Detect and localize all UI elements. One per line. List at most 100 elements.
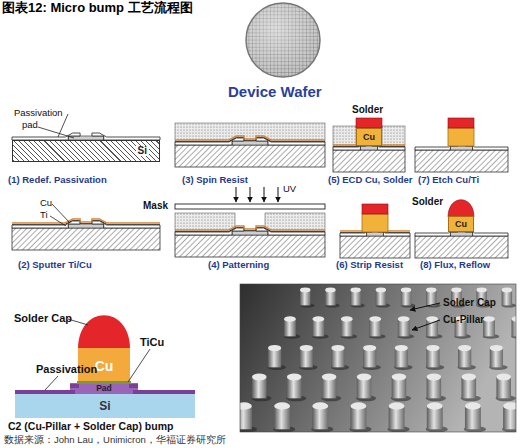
text-label: Passivation xyxy=(36,363,97,375)
solder-cap xyxy=(274,402,290,409)
solder-cap xyxy=(350,402,366,409)
cu-pillar xyxy=(362,214,388,232)
node-text: Si xyxy=(136,146,149,156)
solder-layer xyxy=(362,204,388,214)
solder-cap xyxy=(389,402,405,409)
text-label: (5) ECD Cu, Solder xyxy=(328,175,412,185)
sem-frame xyxy=(240,284,516,432)
text-label: Mask xyxy=(143,200,168,211)
source-caption: 数据来源：John Lau，Unimicron，华福证券研究所 xyxy=(4,435,226,445)
photo-resist xyxy=(382,126,405,147)
solder-cap xyxy=(312,316,324,322)
callout-arrow xyxy=(410,303,440,310)
uv-arrow xyxy=(278,187,279,202)
passivation-layer xyxy=(12,133,80,140)
solder-cap xyxy=(426,288,437,293)
layer-box: Pad xyxy=(70,383,138,394)
node-text: Si xyxy=(97,400,112,412)
text-label: Device Wafer xyxy=(228,84,322,101)
si-substrate xyxy=(12,228,160,250)
layer-box: Cu xyxy=(356,128,382,146)
solder-cap xyxy=(496,374,511,381)
leader-line xyxy=(50,216,66,226)
solder-cap xyxy=(376,288,387,293)
solder-dome xyxy=(448,200,474,217)
text-label: UV xyxy=(283,184,296,194)
photo-mask xyxy=(175,204,325,209)
wafer-rim xyxy=(246,3,320,77)
layer-box: Si xyxy=(15,394,195,418)
solder-cap xyxy=(426,345,439,351)
leader-line xyxy=(45,376,58,390)
solder-cap xyxy=(363,345,376,351)
bond-pad xyxy=(450,146,472,150)
solder-cap xyxy=(300,288,311,293)
solder-cap xyxy=(341,316,353,322)
si-substrate xyxy=(333,150,405,172)
photo-resist xyxy=(175,123,325,142)
cu-pillar xyxy=(512,319,516,336)
solder-cap xyxy=(490,345,503,351)
uv-arrow xyxy=(250,187,251,202)
solder-cap xyxy=(284,316,296,322)
solder-cap xyxy=(401,288,412,293)
text-label: (4) Patterning xyxy=(208,260,269,270)
bond-pad xyxy=(360,146,377,150)
cu-seed-layer xyxy=(12,219,160,223)
solder-cap xyxy=(350,288,361,293)
cu-seed-layer xyxy=(175,226,325,230)
solder-cap xyxy=(427,374,442,381)
text-label: C2 (Cu-Pillar + Solder Cap) bump xyxy=(8,421,173,433)
sem-pillars xyxy=(240,288,516,432)
wafer-grid xyxy=(246,3,320,77)
solder-cap xyxy=(300,345,313,351)
sem-photo xyxy=(240,284,516,432)
solder-cap xyxy=(503,402,516,409)
text-label: (7) Etch Cu/Ti xyxy=(418,175,479,185)
layer-box: Si xyxy=(12,140,160,162)
cu-pillar xyxy=(448,128,474,146)
solder-cap-dome xyxy=(78,315,130,349)
text-label: TiCu xyxy=(140,336,164,348)
photo-resist xyxy=(333,126,356,147)
bond-pad xyxy=(367,232,384,236)
solder-cap xyxy=(369,316,381,322)
wafer-shine xyxy=(246,3,320,77)
photo-resist xyxy=(175,213,235,232)
text-label: (1) Redef. Passivation xyxy=(8,175,107,185)
photo-resist xyxy=(265,213,325,232)
text-label: pad xyxy=(22,120,38,130)
figure-title: 图表12: Micro bump 工艺流程图 xyxy=(2,1,193,15)
text-label: Cu-Pillar xyxy=(443,314,484,325)
solder-cap xyxy=(325,288,336,293)
solder-layer xyxy=(448,118,474,128)
text-label: Passivation xyxy=(14,108,63,118)
si-substrate xyxy=(340,236,410,258)
layer-box: Cu xyxy=(448,216,474,232)
solder-cap xyxy=(357,374,372,381)
node-text: Cu xyxy=(361,133,377,142)
solder-cap xyxy=(427,402,443,409)
leader-line xyxy=(128,349,150,382)
solder-cap xyxy=(476,288,487,293)
text-label: Ti xyxy=(40,210,48,220)
solder-cap xyxy=(287,374,302,381)
solder-cap xyxy=(312,402,328,409)
solder-cap xyxy=(462,374,477,381)
solder-cap xyxy=(268,345,281,351)
solder-cap xyxy=(240,402,252,409)
si-substrate xyxy=(175,235,325,257)
text-label: Cu xyxy=(40,198,52,208)
callout-arrow xyxy=(412,320,440,330)
solder-cap xyxy=(395,345,408,351)
leader-line xyxy=(38,127,74,138)
text-label: (8) Flux, Reflow xyxy=(420,260,490,270)
bond-pad xyxy=(450,232,472,236)
cu-seed-layer xyxy=(175,136,325,140)
text-label: Solder Cap xyxy=(14,312,72,324)
text-label: Solder xyxy=(412,196,443,207)
solder-cap xyxy=(512,316,516,322)
uv-arrow xyxy=(236,187,237,202)
bond-pad xyxy=(232,141,268,145)
